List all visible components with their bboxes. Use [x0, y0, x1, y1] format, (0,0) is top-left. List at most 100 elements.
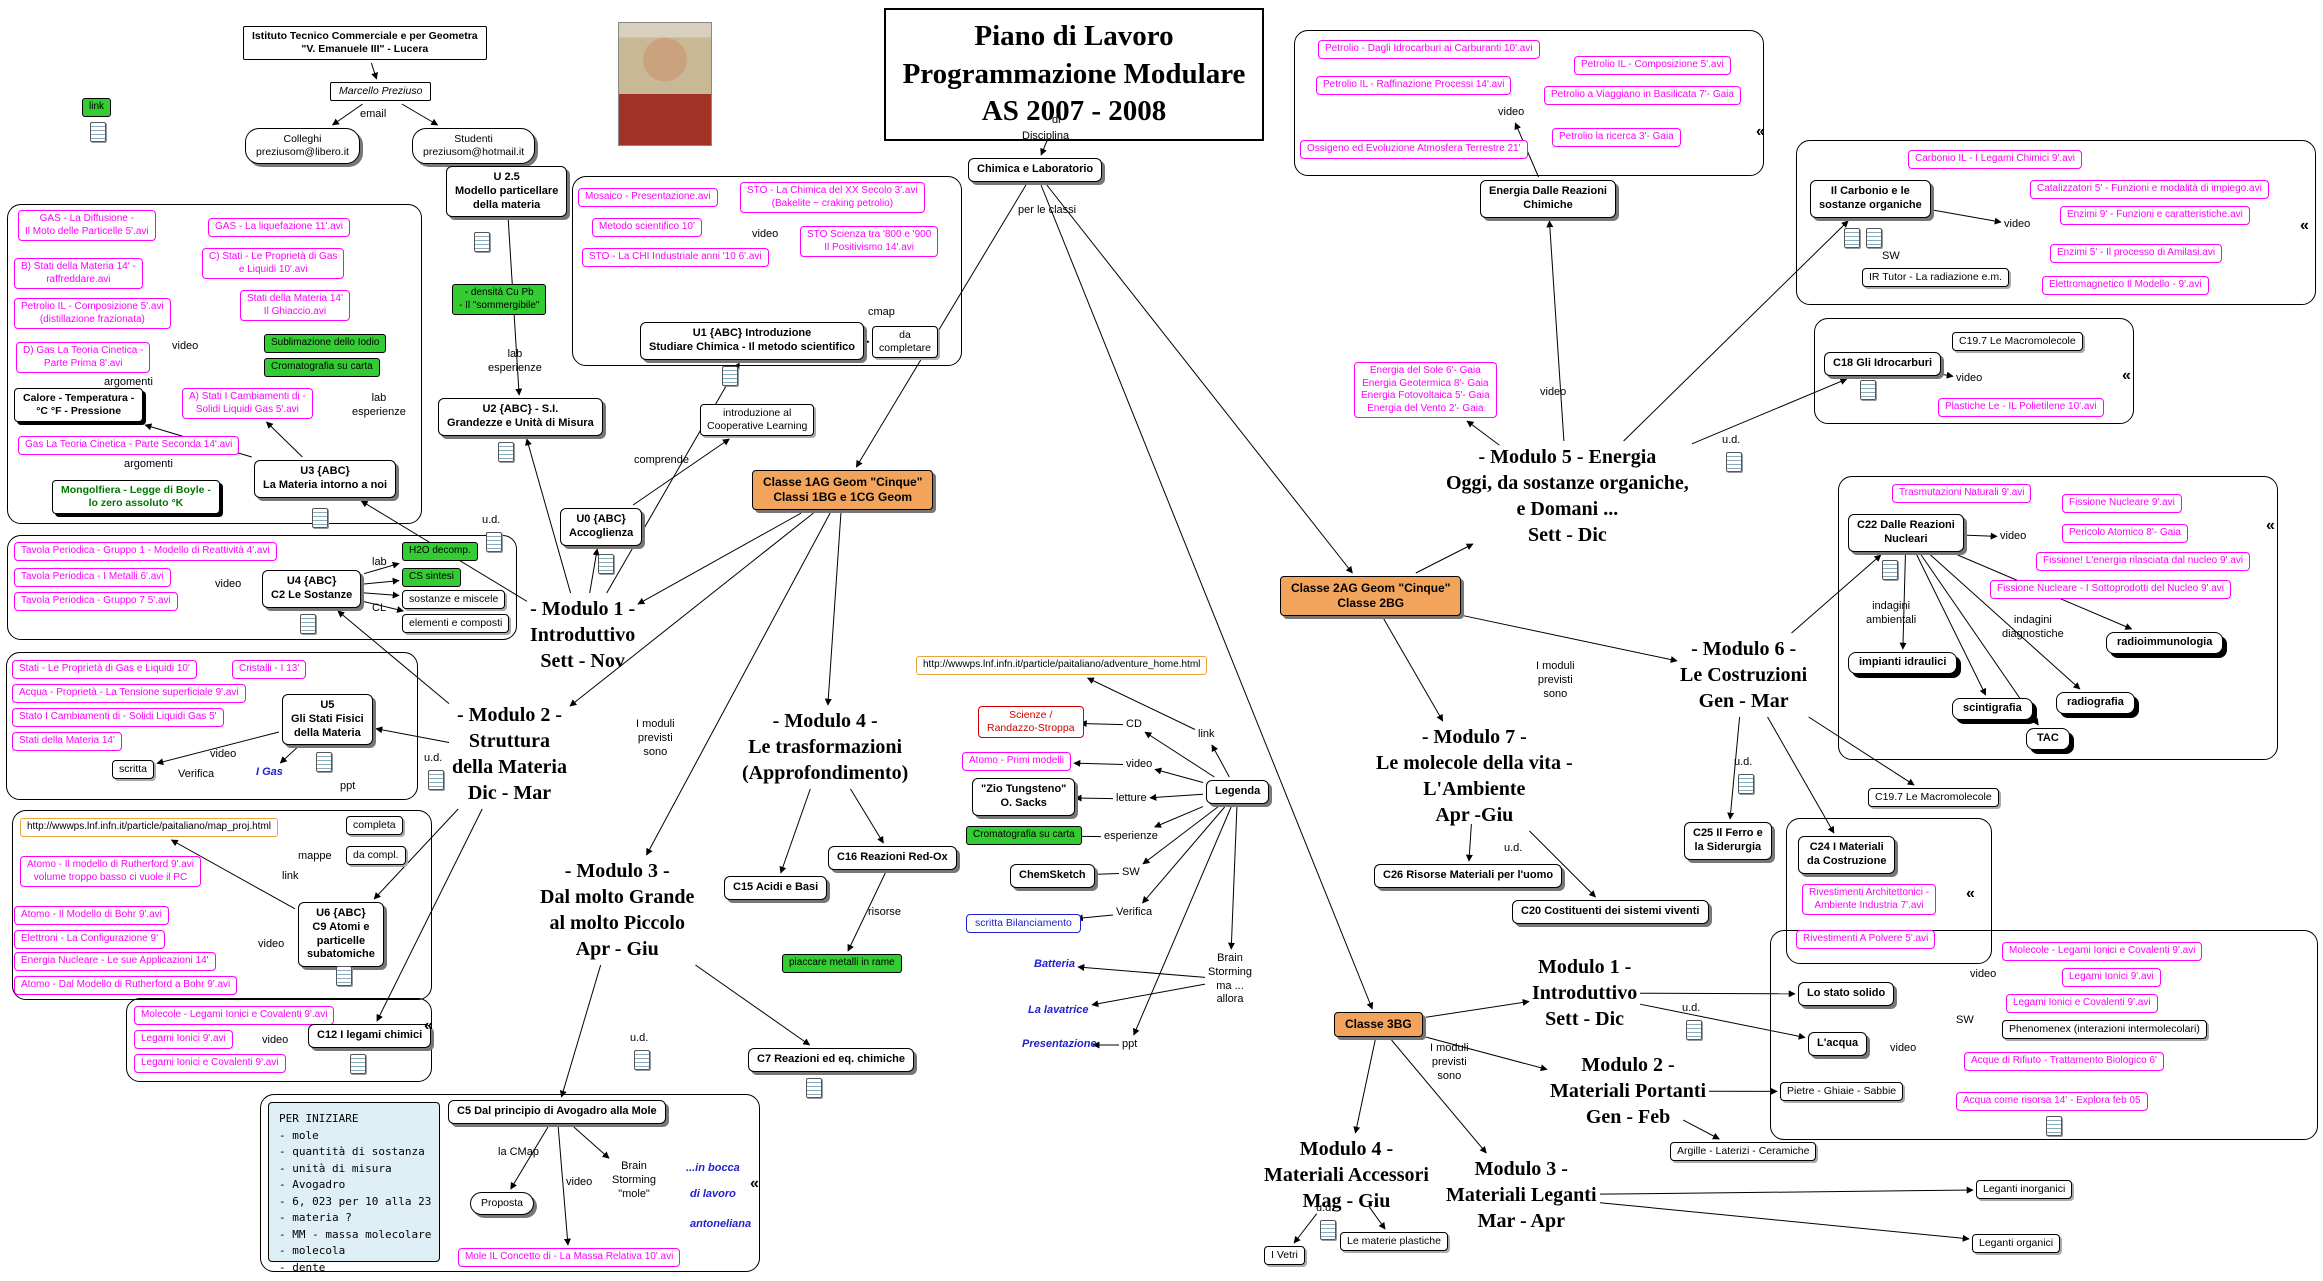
- sto-scienza[interactable]: STO Scienza tra '800 e '900 Il Positivis…: [800, 226, 939, 257]
- u3[interactable]: U3 {ABC} La Materia intorno a noi: [254, 460, 397, 498]
- c16[interactable]: C16 Reazioni Red-Ox: [828, 846, 957, 870]
- modulo2-right[interactable]: Modulo 2 - Materiali Portanti Gen - Feb: [1550, 1054, 1707, 1128]
- tavola-metalli[interactable]: Tavola Periodica - I Metalli 6'.avi: [14, 568, 171, 587]
- fissione-9[interactable]: Fissione Nucleare 9'.avi: [2062, 494, 2182, 513]
- mole-massa[interactable]: Mole IL Concetto di - La Massa Relativa …: [458, 1248, 681, 1267]
- u2-resource-icon[interactable]: [498, 442, 514, 462]
- impianti[interactable]: impianti idraulici: [1848, 652, 1958, 674]
- leganti-inorganici[interactable]: Leganti inorganici: [1976, 1180, 2073, 1200]
- stati-prop-10[interactable]: Stati - Le Proprietà di Gas e Liquidi 10…: [12, 660, 197, 679]
- elettromagnetico[interactable]: Elettromagnetico Il Modello - 9'.avi: [2042, 276, 2209, 295]
- calore[interactable]: Calore - Temperatura - °C °F - Pressione: [14, 388, 144, 423]
- chimica[interactable]: Chimica e Laboratorio: [968, 158, 1103, 182]
- c18[interactable]: C18 Gli Idrocarburi: [1824, 352, 1942, 376]
- lacqua[interactable]: L'acqua: [1808, 1032, 1868, 1056]
- stati-materia-14[interactable]: Stati della Materia 14': [12, 732, 122, 751]
- carbonio-resource-icon-2[interactable]: [1866, 228, 1882, 248]
- u25-resource-icon[interactable]: [474, 232, 490, 252]
- radiografia[interactable]: radiografia: [2056, 692, 2135, 714]
- ud5-resource-icon[interactable]: [1738, 774, 1754, 794]
- legenda[interactable]: Legenda: [1206, 780, 1270, 804]
- c22-resource-icon[interactable]: [1882, 560, 1898, 580]
- c197-a[interactable]: C19.7 Le Macromolecole: [1952, 332, 2083, 352]
- plastiche[interactable]: Plastiche Le - IL Polietilene 10'.avi: [1938, 398, 2104, 417]
- modulo3-right[interactable]: Modulo 3 - Materiali Leganti Mar - Apr: [1446, 1158, 1597, 1232]
- link-resource-icon[interactable]: [90, 122, 106, 142]
- colleghi[interactable]: Colleghi preziusom@libero.it: [245, 128, 360, 165]
- atomo-primi[interactable]: Atomo - Primi modelli: [962, 752, 1072, 771]
- petrolio-raffinazione[interactable]: Petrolio IL - Raffinazione Processi 14'.…: [1316, 76, 1512, 95]
- petrolio-idrocarburi[interactable]: Petrolio - Dagli Idrocarburi ai Carburan…: [1318, 40, 1540, 59]
- classe1[interactable]: Classe 1AG Geom "Cinque" Classi 1BG e 1C…: [752, 470, 934, 510]
- carbonio-legami[interactable]: Carbonio IL - I Legami Chimici 9'.avi: [1908, 150, 2082, 169]
- stati-proprieta[interactable]: C) Stati - Le Proprietà di Gas e Liquidi…: [202, 248, 345, 279]
- autore[interactable]: Marcello Preziuso: [330, 82, 432, 102]
- gas-cinetica-2[interactable]: Gas La Teoria Cinetica - Parte Seconda 1…: [18, 436, 240, 455]
- ir-tutor[interactable]: IR Tutor - La radiazione e.m.: [1862, 268, 2010, 288]
- c5[interactable]: C5 Dal principio di Avogadro alla Mole: [448, 1100, 666, 1124]
- c12[interactable]: C12 I legami chimici: [308, 1024, 432, 1048]
- elettroni-config[interactable]: Elettroni - La Configurazione 9': [14, 930, 165, 949]
- link-green[interactable]: link: [82, 98, 112, 117]
- atomo-rutherford[interactable]: Atomo - Il modello di Rutherford 9'.avi …: [20, 856, 201, 887]
- c22[interactable]: C22 Dalle Reazioni Nucleari: [1848, 514, 1964, 552]
- lo-stato-solido[interactable]: Lo stato solido: [1798, 982, 1895, 1006]
- legami-ionici-1[interactable]: Legami Ionici 9'.avi: [134, 1030, 233, 1049]
- u1[interactable]: U1 {ABC} Introduzione Studiare Chimica -…: [640, 322, 864, 360]
- energia-nucleare-app[interactable]: Energia Nucleare - Le sue Applicazioni 1…: [14, 952, 216, 971]
- tavola-g7[interactable]: Tavola Periodica - Gruppo 7 5'.avi: [14, 592, 178, 611]
- u0-resource-icon[interactable]: [598, 554, 614, 574]
- modulo1-right[interactable]: Modulo 1 - Introduttivo Sett - Dic: [1532, 956, 1638, 1030]
- trasmutazioni[interactable]: Trasmutazioni Naturali 9'.avi: [1892, 484, 2032, 503]
- u6-resource-icon[interactable]: [336, 966, 352, 986]
- coop[interactable]: introduzione al Cooperative Learning: [700, 404, 815, 437]
- molecole-chevron-icon[interactable]: «: [424, 1017, 433, 1034]
- fissione-sottoprodotti[interactable]: Fissione Nucleare - I Sottoprodotti del …: [1990, 580, 2232, 599]
- u5[interactable]: U5 Gli Stati Fisici della Materia: [282, 694, 373, 746]
- molecole-ionici-1[interactable]: Molecole - Legami Ionici e Covalenti 9'.…: [134, 1006, 335, 1025]
- argille[interactable]: Argille - Laterizi - Ceramiche: [1670, 1142, 1817, 1162]
- cs-sintesi[interactable]: CS sintesi: [402, 568, 462, 587]
- studenti[interactable]: Studenti preziusom@hotmail.it: [412, 128, 536, 165]
- c26[interactable]: C26 Risorse Materiali per l'uomo: [1374, 864, 1563, 888]
- petrolio-ricerca[interactable]: Petrolio la ricerca 3'- Gaia: [1552, 128, 1681, 147]
- carbonio-chevron-icon[interactable]: «: [2300, 217, 2309, 234]
- petrolio-chevron-icon[interactable]: «: [1756, 123, 1765, 140]
- atomo-bohr[interactable]: Atomo - Il Modello di Bohr 9'.avi: [14, 906, 169, 925]
- rivestimenti-chevron-icon[interactable]: «: [1966, 885, 1975, 902]
- gas-cinetica-1[interactable]: D) Gas La Teoria Cinetica - Parte Prima …: [16, 342, 151, 373]
- cromatografia-2[interactable]: Cromatografia su carta: [966, 826, 1082, 845]
- ud8-resource-icon[interactable]: [1320, 1220, 1336, 1240]
- c12-resource-icon[interactable]: [350, 1054, 366, 1074]
- ud3-resource-icon[interactable]: [634, 1050, 650, 1070]
- sto-xx[interactable]: STO - La Chimica del XX Secolo 3'.avi (B…: [740, 182, 925, 213]
- modulo2-left[interactable]: - Modulo 2 - Struttura della Materia Dic…: [452, 704, 567, 804]
- pietre[interactable]: Pietre - Ghiaie - Sabbie: [1780, 1082, 1904, 1102]
- il-carbonio[interactable]: Il Carbonio e le sostanze organiche: [1810, 180, 1931, 218]
- legami-ion-cov-2[interactable]: Legami Ionici e Covalenti 9'.avi: [2006, 994, 2158, 1013]
- energie-gaia[interactable]: Energia del Sole 6'- Gaia Energia Geoter…: [1354, 362, 1497, 418]
- url-map[interactable]: http://wwwps.lnf.infn.it/particle/paital…: [20, 818, 279, 837]
- tac[interactable]: TAC: [2026, 728, 2070, 750]
- istituto[interactable]: Istituto Tecnico Commerciale e per Geome…: [243, 26, 487, 61]
- sostanze-miscele[interactable]: sostanze e miscele: [402, 590, 506, 610]
- url-adventure[interactable]: http://wwwps.lnf.infn.it/particle/paital…: [916, 656, 1208, 675]
- scritta-1[interactable]: scritta: [112, 760, 155, 780]
- petrolio-distillazione[interactable]: Petrolio IL - Composizione 5'.avi (disti…: [14, 298, 171, 329]
- modulo6[interactable]: - Modulo 6 - Le Costruzioni Gen - Mar: [1680, 638, 1808, 712]
- atomo-ruth-bohr[interactable]: Atomo - Dal Modello di Rutherford a Bohr…: [14, 976, 238, 995]
- modulo4-right[interactable]: Modulo 4 - Materiali Accessori Mag - Giu: [1264, 1138, 1429, 1212]
- ivetri[interactable]: I Vetri: [1264, 1246, 1305, 1266]
- ud1-resource-icon[interactable]: [486, 532, 502, 552]
- mongolfiera[interactable]: Mongolfiera - Legge di Boyle - lo zero a…: [52, 480, 220, 515]
- scintigrafia[interactable]: scintigrafia: [1952, 698, 2033, 720]
- c7[interactable]: C7 Reazioni ed eq. chimiche: [748, 1048, 914, 1072]
- molecole-ionici-2[interactable]: Molecole - Legami Ionici e Covalenti 9'.…: [2002, 942, 2203, 961]
- u5-resource-icon[interactable]: [316, 752, 332, 772]
- acque-rifiuto[interactable]: Acque di Rifiuto - Trattamento Biologico…: [1964, 1052, 2164, 1071]
- phenomenex[interactable]: Phenomenex (interazioni intermolecolari): [2002, 1020, 2207, 1040]
- cristalli[interactable]: Cristalli - I 13': [232, 660, 307, 679]
- stato-cambiamenti-2[interactable]: Stato I Cambiamenti di - Solidi Liquidi …: [12, 708, 224, 727]
- classe3[interactable]: Classe 3BG: [1334, 1012, 1423, 1037]
- u6[interactable]: U6 {ABC} C9 Atomi e particelle subatomic…: [298, 902, 384, 967]
